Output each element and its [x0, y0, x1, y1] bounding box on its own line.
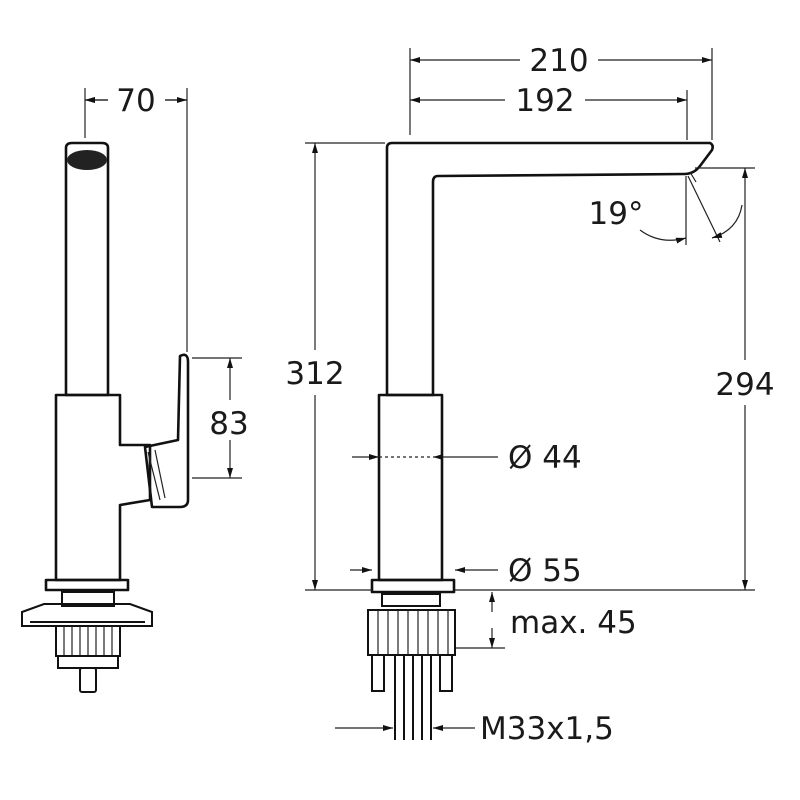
dimension-label: 294 [715, 367, 774, 403]
dimension-label: Ø 44 [508, 440, 582, 476]
dimension-label: M33x1,5 [480, 711, 614, 747]
dimension-width-70: 70 [85, 83, 188, 352]
dimension-label: 19° [589, 196, 644, 232]
dimension-thread: M33x1,5 [335, 711, 614, 747]
side-view: 70 83 [21, 83, 249, 693]
dimension-angle-19: 19° [589, 175, 743, 245]
lever-handle [143, 353, 190, 509]
dimension-height-294: 294 [455, 167, 775, 591]
front-body [377, 393, 444, 582]
dimension-label: 210 [529, 43, 588, 79]
dimension-diameter-55: Ø 55 [350, 553, 582, 589]
side-mounting-kit [21, 591, 153, 693]
dimension-height-312: 312 [285, 142, 385, 591]
dimension-label: 192 [515, 83, 574, 119]
front-view: 210 192 312 294 19° [285, 43, 774, 747]
front-mounting-kit [367, 593, 456, 740]
front-base-plate [370, 578, 456, 594]
side-spout-column [64, 141, 110, 397]
aerator-outlet [67, 150, 107, 170]
dimension-reach-192: 192 [410, 83, 687, 119]
dimension-label: Ø 55 [508, 553, 582, 589]
dimension-lever-83: 83 [192, 357, 249, 479]
dimension-label: 83 [209, 406, 248, 442]
side-base-plate [44, 578, 130, 592]
front-spout [385, 141, 714, 397]
dimension-reach-210: 210 [409, 43, 713, 140]
dimension-label: 70 [116, 83, 155, 119]
side-body [54, 393, 152, 582]
dimension-max-thickness-45: max. 45 [456, 592, 637, 649]
dimension-label: max. 45 [510, 605, 637, 641]
dimension-label: 312 [285, 356, 344, 392]
dimension-diameter-44: Ø 44 [352, 440, 582, 476]
